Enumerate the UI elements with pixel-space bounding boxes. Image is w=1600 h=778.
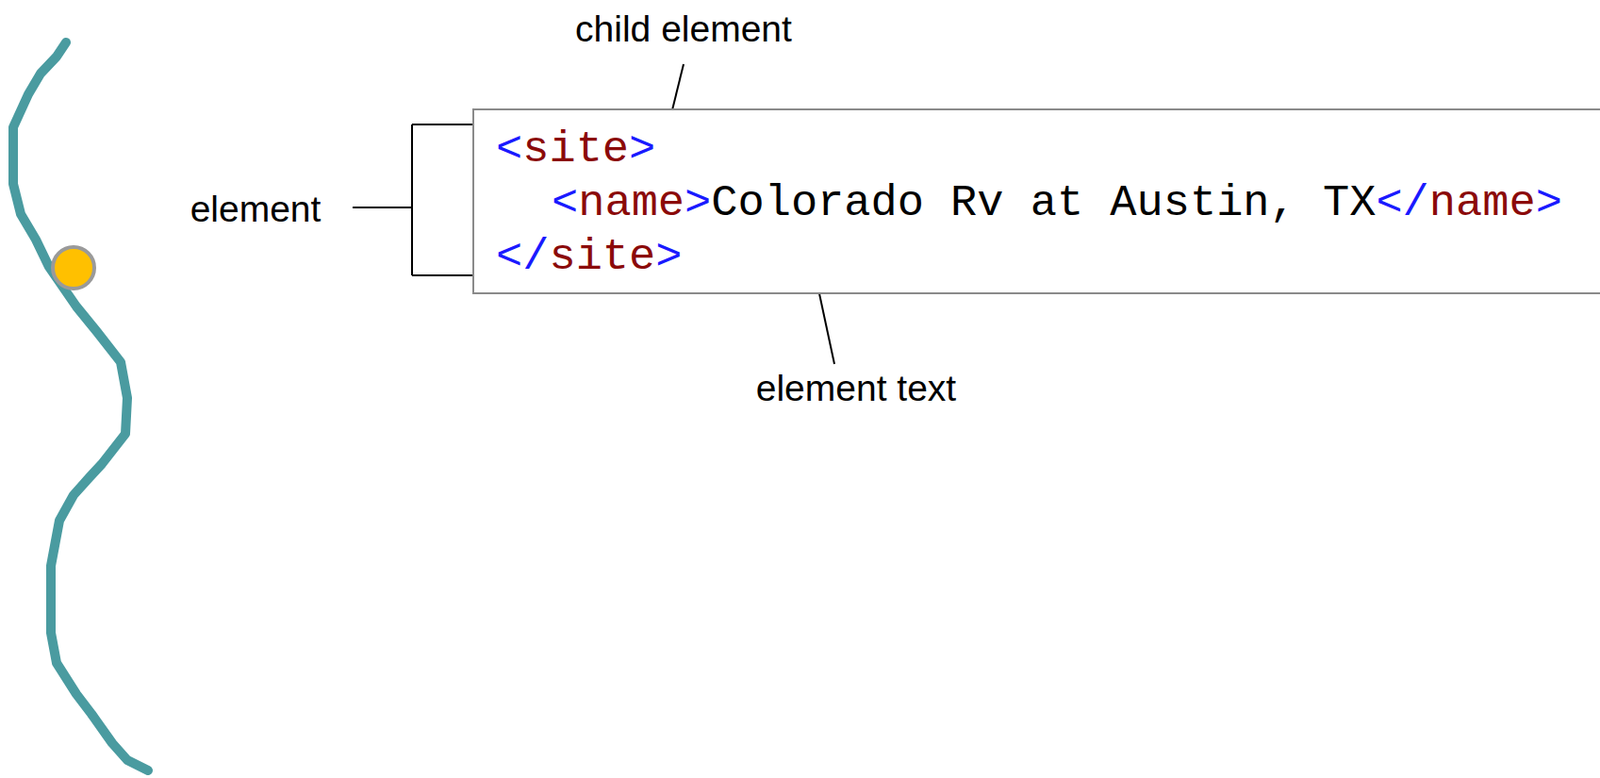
tag-name: name (577, 178, 685, 229)
code-box: <site><name>Colorado Rv at Austin, TX</n… (472, 108, 1600, 295)
tag-name: site (522, 124, 629, 175)
angle-bracket: > (628, 124, 656, 175)
angle-bracket: </ (495, 231, 549, 282)
angle-bracket: > (684, 178, 711, 229)
code-line: <name>Colorado Rv at Austin, TX</name> (495, 176, 1600, 231)
river (13, 42, 149, 771)
code-line: </site> (495, 230, 1600, 284)
angle-bracket: > (1535, 178, 1563, 229)
angle-bracket: < (551, 178, 578, 229)
callout-label: element (190, 190, 322, 228)
angle-bracket: </ (1375, 178, 1429, 229)
angle-bracket: > (655, 231, 682, 282)
callout-label: child element (575, 10, 792, 48)
code-line: <site> (495, 122, 1600, 177)
element-text: Colorado Rv at Austin, TX (710, 178, 1376, 229)
site-dot (52, 247, 95, 289)
callout-label: element text (756, 369, 957, 407)
tag-name: name (1429, 178, 1536, 229)
element-bracket (352, 124, 473, 276)
angle-bracket: < (495, 124, 523, 175)
tag-name: site (548, 231, 656, 282)
